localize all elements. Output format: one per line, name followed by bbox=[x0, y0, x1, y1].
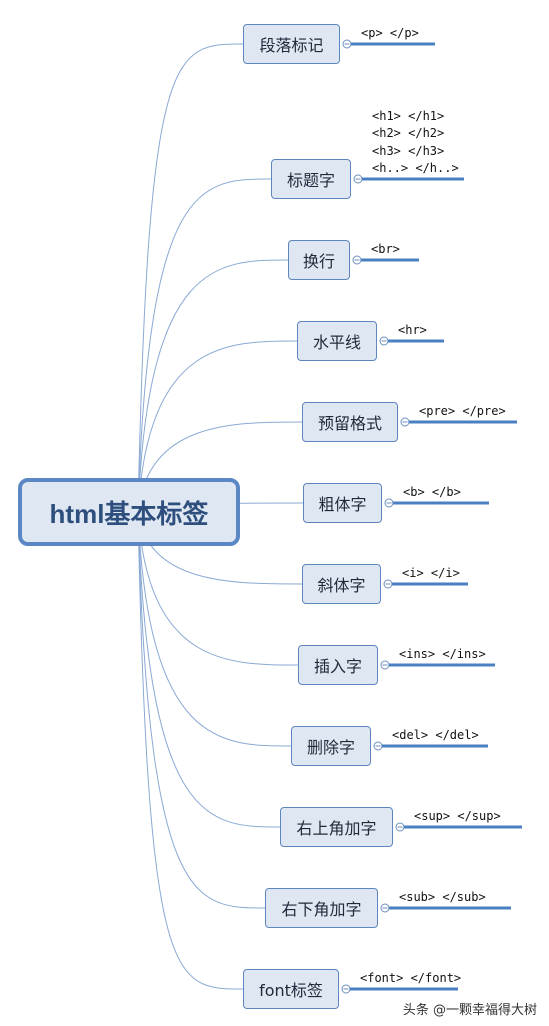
branch-node-7[interactable]: 插入字 bbox=[298, 645, 378, 685]
tag-text-1-0: <h1> </h1> bbox=[372, 108, 445, 123]
branch-node-label: font标签 bbox=[259, 981, 323, 1000]
branch-node-6[interactable]: 斜体字 bbox=[302, 564, 381, 604]
tag-text-3-0: <hr> bbox=[398, 323, 427, 337]
tag-text-7-0: <ins> </ins> bbox=[399, 647, 486, 661]
watermark: 头条 @一颗幸福得大树 bbox=[402, 1003, 537, 1018]
branch-node-label: 换行 bbox=[302, 252, 335, 271]
branch-node-label: 标题字 bbox=[286, 171, 335, 190]
tag-text-6-0: <i> </i> bbox=[402, 566, 460, 580]
branch-node-2[interactable]: 换行 bbox=[288, 240, 350, 280]
tag-text-1-3: <h..> </h..> bbox=[372, 161, 459, 175]
branch-node-9[interactable]: 右上角加字 bbox=[280, 807, 393, 847]
branch-node-label: 删除字 bbox=[306, 738, 355, 757]
tag-text-1-1: <h2> </h2> bbox=[372, 126, 445, 140]
tag-text-5-0: <b> </b> bbox=[403, 485, 461, 499]
branch-node-1[interactable]: 标题字 bbox=[271, 159, 351, 199]
connector-9 bbox=[137, 511, 281, 828]
branch-node-0[interactable]: 段落标记 bbox=[243, 24, 340, 64]
connector-0 bbox=[137, 43, 244, 513]
tag-text-1-2: <h3> </h3> bbox=[372, 143, 445, 158]
root-node-label: html基本标签 bbox=[49, 498, 209, 529]
branch-node-label: 斜体字 bbox=[317, 576, 366, 595]
tag-text-10-0: <sub> </sub> bbox=[399, 890, 486, 904]
tag-text-0-0: <p> </p> bbox=[361, 26, 419, 40]
branch-node-label: 右上角加字 bbox=[296, 819, 377, 838]
branch-node-label: 预留格式 bbox=[317, 414, 382, 433]
root-node[interactable]: html基本标签 bbox=[18, 478, 240, 546]
tag-text-8-0: <del> </del> bbox=[392, 728, 479, 742]
connector-11 bbox=[137, 511, 244, 990]
branch-node-label: 水平线 bbox=[312, 333, 361, 352]
branch-node-10[interactable]: 右下角加字 bbox=[265, 888, 378, 928]
branch-node-8[interactable]: 删除字 bbox=[291, 726, 371, 766]
branch-node-3[interactable]: 水平线 bbox=[297, 321, 377, 361]
branch-node-label: 插入字 bbox=[313, 657, 362, 676]
branch-node-4[interactable]: 预留格式 bbox=[302, 402, 398, 442]
branch-node-label: 段落标记 bbox=[259, 36, 324, 55]
connector-3 bbox=[137, 340, 298, 513]
connector-2 bbox=[137, 259, 289, 513]
connector-8 bbox=[137, 511, 292, 747]
branch-node-label: 粗体字 bbox=[318, 495, 367, 514]
tag-text-4-0: <pre> </pre> bbox=[419, 404, 506, 418]
branch-node-label: 右下角加字 bbox=[281, 900, 362, 919]
branch-node-11[interactable]: font标签 bbox=[243, 969, 339, 1009]
branch-node-5[interactable]: 粗体字 bbox=[303, 483, 382, 523]
connector-7 bbox=[137, 511, 299, 666]
tag-text-11-0: <font> </font> bbox=[360, 971, 462, 985]
tag-text-2-0: <br> bbox=[371, 242, 400, 256]
connector-10 bbox=[137, 511, 266, 909]
connector-1 bbox=[137, 178, 272, 513]
tag-text-9-0: <sup> </sup> bbox=[414, 809, 501, 823]
